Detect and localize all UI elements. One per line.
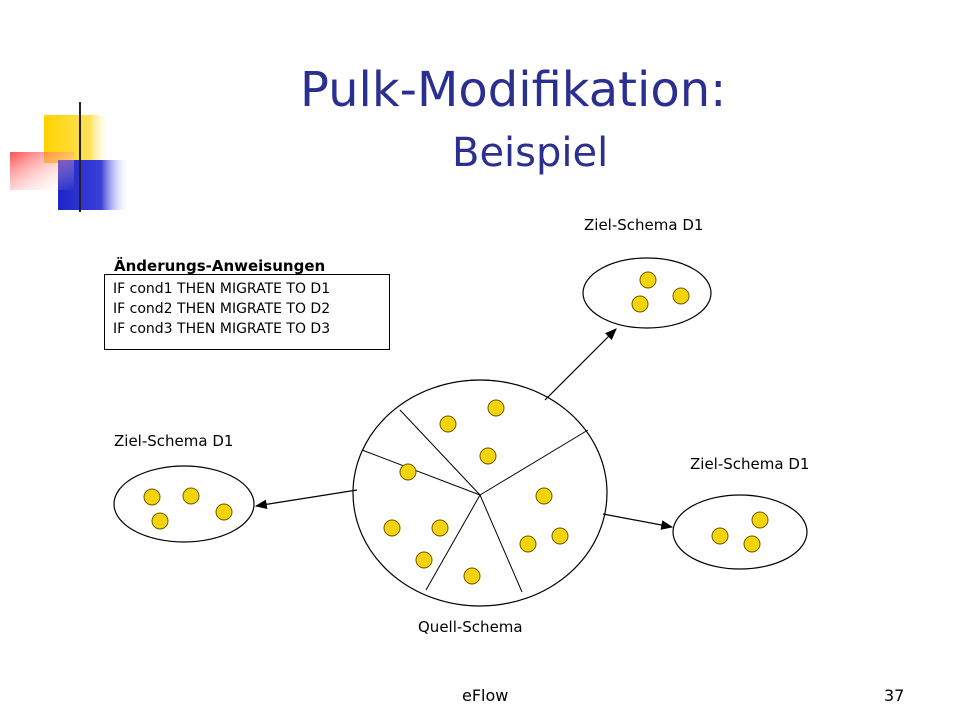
target-right-ellipse (672, 494, 808, 570)
page-subtitle: Beispiel (452, 130, 609, 176)
source-schema-circle (352, 379, 608, 607)
rule-line: IF cond2 THEN MIGRATE TO D2 (113, 301, 331, 317)
data-node (631, 295, 649, 313)
red-block (10, 152, 74, 190)
target-top-label: Ziel-Schema D1 (584, 216, 704, 234)
data-node (751, 511, 769, 529)
data-node (743, 535, 761, 553)
data-node (151, 512, 169, 530)
data-node (439, 415, 457, 433)
title-underline (48, 185, 868, 189)
data-node (711, 527, 729, 545)
data-node (487, 399, 505, 417)
data-node (182, 487, 200, 505)
arrow-to-top (544, 328, 617, 401)
data-node (463, 567, 481, 585)
arrow-to-right (602, 513, 674, 530)
rules-box: IF cond1 THEN MIGRATE TO D1 IF cond2 THE… (104, 274, 390, 350)
data-node (143, 488, 161, 506)
corner-decoration (10, 102, 130, 212)
data-node (215, 503, 233, 521)
node-group-target-left (143, 487, 233, 530)
node-group-target-top (631, 271, 690, 313)
page-title: Pulk-Modifikation: (300, 62, 727, 118)
data-node (672, 287, 690, 305)
target-right-label: Ziel-Schema D1 (690, 455, 810, 473)
node-group-target-right (711, 511, 769, 553)
data-node (479, 447, 497, 465)
data-node (519, 535, 537, 553)
partition-line (479, 494, 523, 593)
rule-line: IF cond3 THEN MIGRATE TO D3 (113, 321, 331, 337)
data-node (383, 519, 401, 537)
target-left-label: Ziel-Schema D1 (114, 432, 234, 450)
data-node (535, 487, 553, 505)
data-node (551, 527, 569, 545)
partition-line (479, 429, 589, 496)
data-node (639, 271, 657, 289)
footer-text: eFlow (462, 686, 509, 705)
rule-line: IF cond1 THEN MIGRATE TO D1 (113, 281, 331, 297)
page-number: 37 (884, 686, 905, 705)
target-top-ellipse (582, 257, 712, 329)
target-left-ellipse (113, 465, 255, 543)
rules-heading: Änderungs-Anweisungen (114, 257, 326, 275)
partition-line (399, 409, 481, 496)
data-node (415, 551, 433, 569)
arrow-to-left (254, 489, 358, 510)
node-group-source (383, 399, 569, 585)
data-node (431, 519, 449, 537)
partition-line (425, 494, 481, 591)
partition-line (361, 449, 481, 496)
data-node (399, 463, 417, 481)
source-label: Quell-Schema (418, 618, 523, 636)
